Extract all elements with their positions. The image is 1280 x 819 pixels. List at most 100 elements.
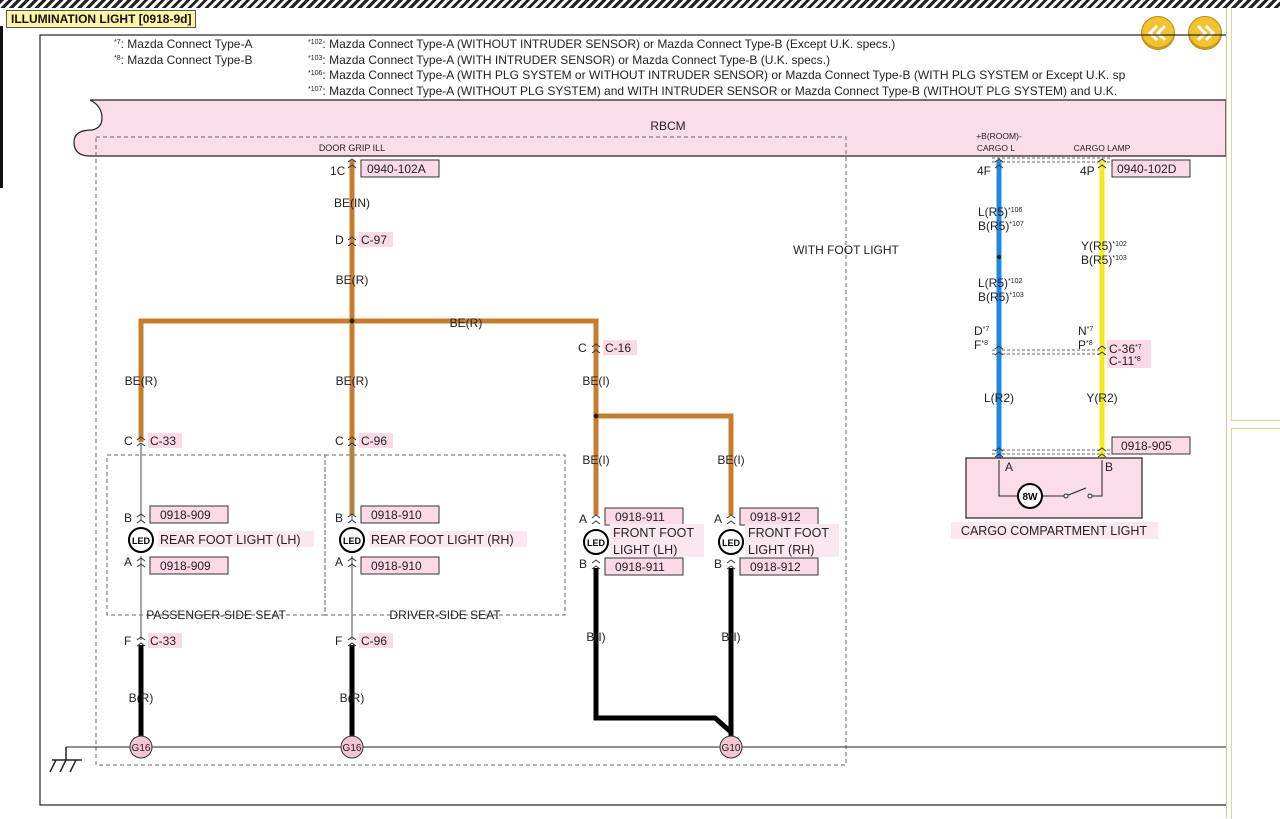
wire-label-l-r2: L(R2) (984, 391, 1014, 405)
wire-label-y-r2: Y(R2) (1086, 391, 1117, 405)
ground-label: G16 (132, 743, 151, 754)
label-bg (359, 433, 393, 448)
pin-mark: *7 (1087, 326, 1094, 333)
connector-c33-top: C-33 (150, 434, 176, 448)
note-mark-8: *8: Mazda Connect Type-B (114, 53, 252, 67)
wire-be-branch (138, 318, 599, 515)
driver-seat-label: DRIVER-SIDE SEAT (389, 608, 501, 622)
note-mark: *8 (114, 55, 121, 62)
cargo-light-label: CARGO COMPARTMENT LIGHT (961, 524, 1147, 538)
connector-c96-bottom: C-96 (361, 634, 387, 648)
right-panel-box-top (1231, 8, 1280, 421)
led-label: LED (132, 536, 151, 546)
pin-1c: 1C (330, 164, 346, 178)
label-bg (359, 633, 393, 648)
wire-label-be-in: BE(IN) (334, 196, 370, 210)
wiring-diagram: *7: Mazda Connect Type-A *8: Mazda Conne… (39, 34, 1226, 806)
wire-label-be-i-rh: BE(I) (717, 453, 744, 467)
connector-rbcm-a: 0940-102A (367, 162, 426, 176)
pin-c-96: C (335, 434, 344, 448)
led-front-lh: LED (583, 529, 609, 555)
pin-a-front-rh: A (714, 512, 722, 526)
label-bg (603, 340, 637, 355)
passenger-seat-region (106, 454, 326, 616)
wire-be-front-rh (596, 413, 734, 515)
note-mark-102: *102: Mazda Connect Type-A (WITHOUT INTR… (308, 37, 895, 51)
pin-a-front-lh: A (579, 512, 587, 526)
connector-box (360, 505, 440, 524)
pin-c-16: C (578, 341, 587, 355)
pin-code: F (974, 338, 981, 352)
connector-front-rh-b: 0918-912 (750, 560, 801, 574)
connector-chevron (726, 514, 736, 525)
ground-g16-lh: G16 (129, 735, 153, 759)
connector-c11-8: C-11*8 (1109, 354, 1141, 368)
cargo-pin-a: A (1005, 460, 1013, 474)
section-label: WITH FOOT LIGHT (793, 243, 899, 257)
led-rear-lh: LED (128, 527, 154, 553)
label-bg (1107, 340, 1151, 368)
label-bg (148, 633, 182, 648)
label-bg (745, 524, 839, 557)
pin-4f: 4F (977, 164, 991, 178)
connector-box (149, 505, 229, 524)
splice-dot (593, 413, 599, 419)
connector-c36-7: C-36*7 (1109, 342, 1142, 356)
front-foot-light-rh-label-1: FRONT FOOT (748, 526, 829, 540)
double-chevron-right-icon (1196, 24, 1216, 42)
label-bg (369, 531, 527, 547)
wire-label-l-r5-106: L(R5)*106 (978, 205, 1023, 219)
pin-d-7: D*7 (974, 324, 989, 338)
wire-mark: *106 (1008, 207, 1023, 214)
switch-contact (1063, 493, 1069, 499)
wire-label-y-r5-102: Y(R5)*102 (1081, 239, 1127, 253)
connector-front-lh-a: 0918-911 (615, 510, 665, 524)
connector-rear-lh-a: 0918-909 (160, 559, 211, 573)
pin-room-label-2: CARGO L (977, 143, 1016, 153)
wire-label-b-r-rh: B(R) (340, 691, 365, 705)
rear-foot-light-lh-label: REAR FOOT LIGHT (LH) (160, 533, 301, 547)
ground-g16-rh: G16 (340, 735, 364, 759)
wire-label-be-r-branch: BE(R) (450, 316, 483, 330)
note-mark: *103 (308, 55, 323, 62)
connector-box (604, 557, 684, 576)
connector-rbcm-d: 0940-102D (1117, 162, 1177, 176)
note-mark-7: *7: Mazda Connect Type-A (114, 37, 252, 51)
wire-label-be-i: BE(I) (582, 374, 609, 388)
connector-rear-rh-b: 0918-910 (371, 508, 422, 522)
wire-label-be-r-rh: BE(R) (336, 374, 369, 388)
wire-code: B(R5) (978, 219, 1009, 233)
ground-g10: G10 (719, 735, 743, 759)
next-page-button[interactable] (1188, 16, 1222, 50)
wire-mark: *103 (1112, 255, 1127, 262)
note-text: : Mazda Connect Type-B (121, 53, 253, 67)
led-front-rh: LED (718, 529, 744, 555)
note-text: : Mazda Connect Type-A (WITHOUT INTRUDER… (322, 37, 895, 51)
diagram-frame (39, 34, 1226, 806)
note-text: : Mazda Connect Type-A (WITH PLG SYSTEM … (322, 68, 1125, 82)
pin-a-rh: A (335, 555, 343, 569)
note-mark-103: *103: Mazda Connect Type-A (WITH INTRUDE… (308, 53, 830, 67)
pin-b-rh: B (335, 511, 343, 525)
pin-4p: 4P (1080, 164, 1095, 178)
pin-n-7: N*7 (1078, 324, 1093, 338)
front-foot-light-lh-label-1: FRONT FOOT (613, 526, 694, 540)
connector-box (149, 556, 229, 575)
front-foot-light-lh-label-2: LIGHT (LH) (613, 543, 677, 557)
pin-f-8: F*8 (974, 338, 988, 352)
driver-seat-region (324, 454, 566, 616)
note-text: : Mazda Connect Type-A (WITH INTRUDER SE… (322, 53, 830, 67)
ground-symbol (49, 747, 82, 773)
bulb-label: 8W (1023, 492, 1039, 503)
prev-page-button[interactable] (1141, 16, 1175, 50)
pin-b-front-lh: B (579, 557, 587, 571)
cargo-circuit (998, 460, 1103, 497)
wire-label-b-r5-107: B(R5)*107 (978, 219, 1024, 233)
connector-box (360, 159, 440, 178)
page-title: ILLUMINATION LIGHT [0918-9d] (6, 10, 197, 28)
connector-cargo: 0918-905 (1121, 439, 1172, 453)
connector-chevron (591, 559, 601, 570)
connector-code: C-36 (1109, 342, 1135, 356)
wire-label-b-r5-103: B(R5)*103 (978, 290, 1024, 304)
top-stripe (0, 0, 1280, 8)
